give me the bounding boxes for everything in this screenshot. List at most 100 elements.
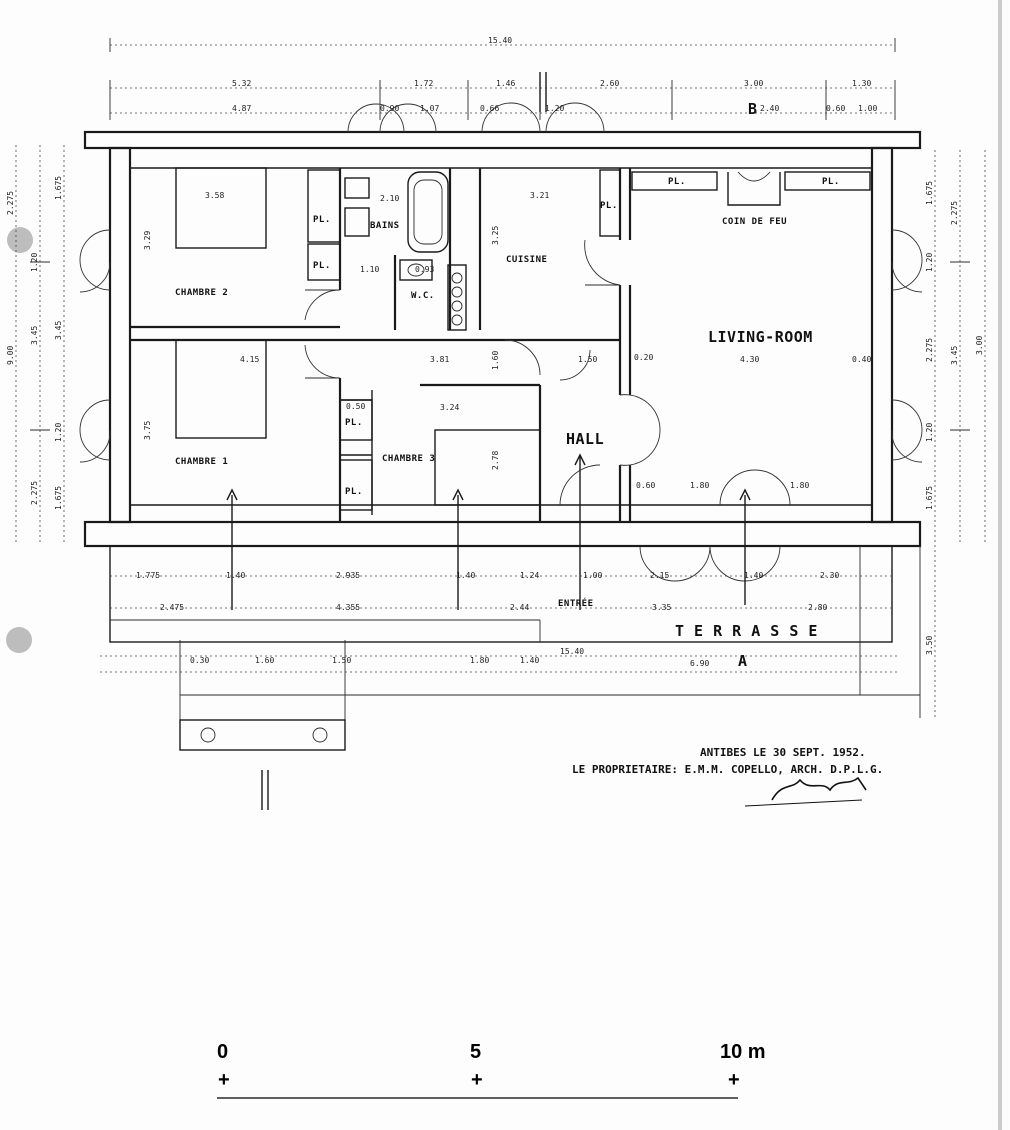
dim-label: 1.40 — [226, 571, 245, 580]
doors — [304, 239, 661, 506]
dim-label: 1.40 — [520, 656, 539, 665]
dim-label: 1.675 — [925, 486, 934, 510]
dim-overall-top: 15.40 — [488, 36, 512, 45]
scale-label-0: 0 — [217, 1041, 228, 1063]
scale-tick-0: + — [218, 1069, 230, 1091]
label-pl: PL. — [822, 177, 840, 187]
dim-label: 1.675 — [54, 176, 63, 200]
dim-overall-bottom: 15.40 — [560, 647, 584, 656]
section-mark-a: A — [738, 652, 748, 670]
bed-chambre-3 — [434, 429, 541, 506]
dim-label: 3.24 — [440, 403, 459, 412]
label-pl: PL. — [345, 418, 363, 428]
dim-label: 2.60 — [600, 79, 619, 88]
terrace-steps — [179, 719, 346, 751]
dim-label: 1.00 — [583, 571, 602, 580]
dim-label: 3.21 — [530, 191, 549, 200]
dim-label: 2.44 — [510, 603, 529, 612]
dim-label: 3.45 — [54, 321, 63, 340]
dim-label: 1.675 — [925, 181, 934, 205]
dim-label: 3.00 — [744, 79, 763, 88]
annotation-date: ANTIBES LE 30 SEPT. 1952. — [700, 746, 866, 759]
dim-label: 0.60 — [636, 481, 655, 490]
section-arrows — [226, 453, 751, 810]
washbasin — [344, 177, 370, 199]
label-hall: HALL — [566, 430, 604, 448]
dim-label: 0.50 — [346, 402, 365, 411]
dim-label: 2.275 — [30, 481, 39, 505]
label-terrasse: T E R R A S S E — [675, 622, 818, 640]
terrace — [100, 545, 921, 751]
scale-label-10m: 10 m — [720, 1041, 766, 1063]
dim-label: 3.81 — [430, 355, 449, 364]
dim-label: 3.35 — [652, 603, 671, 612]
room-labels: CHAMBRE 2 CHAMBRE 1 CHAMBRE 3 BAINS W.C.… — [175, 100, 840, 670]
dim-label: 3.45 — [30, 326, 39, 345]
dim-label: 3.75 — [143, 421, 152, 440]
label-coin-de-feu: COIN DE FEU — [722, 217, 787, 227]
dim-label: 4.87 — [232, 104, 251, 113]
dim-label: 0.30 — [190, 656, 209, 665]
dim-label: 4.355 — [336, 603, 360, 612]
label-living-room: LIVING-ROOM — [708, 328, 813, 346]
dim-label: 5.32 — [232, 79, 251, 88]
dim-label: 2.30 — [820, 571, 839, 580]
dim-label: 2.10 — [380, 194, 399, 203]
dim-label: 2.275 — [6, 191, 15, 215]
dim-label: 9.00 — [6, 346, 15, 365]
label-chambre-3: CHAMBRE 3 — [382, 454, 435, 464]
dim-label: 2.80 — [808, 603, 827, 612]
dim-label: 1.60 — [255, 656, 274, 665]
dim-label: 1.20 — [545, 104, 564, 113]
dim-label: 3.50 — [925, 636, 934, 655]
scale-tick-10: + — [728, 1069, 740, 1091]
dim-label: 0.40 — [852, 355, 871, 364]
label-chambre-1: CHAMBRE 1 — [175, 457, 228, 467]
dim-label: 1.40 — [456, 571, 475, 580]
label-pl: PL. — [600, 201, 618, 211]
bed-chambre-1 — [175, 339, 267, 439]
dim-label: 1.50 — [578, 355, 597, 364]
label-entree: ENTRÉE — [558, 597, 594, 609]
dim-label: 2.15 — [650, 571, 669, 580]
dim-label: 3.00 — [975, 336, 984, 355]
dimension-labels: 15.40 5.32 1.72 1.46 2.60 3.00 1.30 4.87… — [6, 36, 984, 668]
dim-label: 1.24 — [520, 571, 539, 580]
dim-label: 3.25 — [491, 226, 500, 245]
dim-label: 1.20 — [925, 423, 934, 442]
scale-tick-5: + — [471, 1069, 483, 1091]
dim-label: 4.30 — [740, 355, 759, 364]
dim-label: 0.90 — [380, 104, 399, 113]
bidet — [344, 207, 370, 237]
bathtub — [407, 171, 449, 253]
dim-label: 1.00 — [858, 104, 877, 113]
dim-label: 1.10 — [360, 265, 379, 274]
label-cuisine: CUISINE — [506, 255, 547, 265]
closet-chambre-2a — [307, 169, 341, 243]
dim-label: 1.80 — [790, 481, 809, 490]
label-chambre-2: CHAMBRE 2 — [175, 288, 228, 298]
dim-label: 0.20 — [634, 353, 653, 362]
label-wc: W.C. — [411, 291, 435, 301]
label-pl: PL. — [313, 215, 331, 225]
dim-label: 1.60 — [491, 351, 500, 370]
dim-label: 1.80 — [690, 481, 709, 490]
dim-label: 2.40 — [760, 104, 779, 113]
dim-label: 2.78 — [491, 451, 500, 470]
scale-label-5: 5 — [470, 1041, 481, 1063]
dim-label: 6.90 — [690, 659, 709, 668]
dim-label: 1.30 — [852, 79, 871, 88]
label-pl: PL. — [345, 487, 363, 497]
dim-label: 1.40 — [744, 571, 763, 580]
dim-label: 1.20 — [54, 423, 63, 442]
side-dimension-chains — [15, 145, 986, 720]
dim-label: 1.20 — [925, 253, 934, 272]
top-dimension-chains — [109, 38, 896, 120]
punch-hole-bottom — [6, 627, 32, 653]
dim-label: 4.15 — [240, 355, 259, 364]
scale-bar: 0 5 10 m + + + — [217, 1041, 766, 1099]
section-mark-b: B — [748, 100, 758, 118]
dim-label: 2.275 — [950, 201, 959, 225]
